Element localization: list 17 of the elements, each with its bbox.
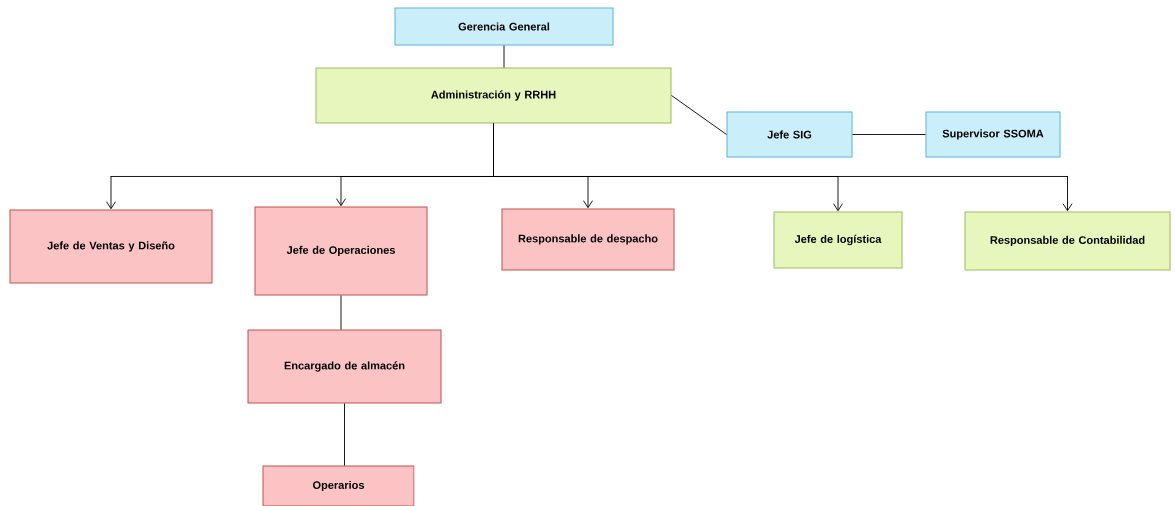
connector [493, 123, 1073, 212]
connector [340, 295, 342, 330]
org-box: Jefe SIG [726, 111, 853, 158]
org-box: Gerencia General [394, 7, 614, 46]
org-box: Encargado de almacén [247, 329, 442, 404]
org-box: Supervisor SSOMA [925, 111, 1061, 158]
org-box: Jefe de logística [773, 211, 903, 269]
org-box: Responsable de Contabilidad [964, 211, 1171, 271]
org-box: Administración y RRHH [315, 67, 672, 124]
org-box: Operarios [262, 465, 415, 506]
org-box: Responsable de despacho [501, 208, 675, 271]
connector [671, 95, 727, 135]
connector [344, 403, 345, 466]
org-box: Jefe de Operaciones [254, 206, 428, 296]
connector [503, 45, 505, 68]
org-box: Jefe de Ventas y Diseño [9, 209, 213, 284]
connector [852, 134, 926, 135]
